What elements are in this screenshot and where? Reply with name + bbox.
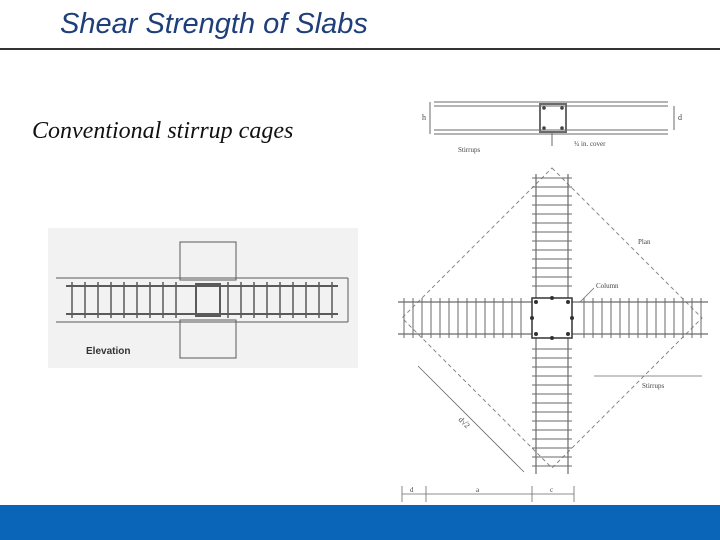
footer-band	[0, 505, 720, 540]
plan-stirrups	[403, 177, 702, 467]
dim-c-label: c	[550, 486, 553, 494]
title-divider	[0, 48, 720, 50]
column-square	[531, 297, 573, 339]
stirrups-section-label: Stirrups	[458, 146, 480, 154]
dim-a-label: a	[476, 486, 480, 494]
elevation-stirrups	[71, 282, 333, 318]
plan-drawing: h d Stirrups ¾ in. cover Plan Column Sti…	[362, 96, 712, 506]
dim-d-label: d	[410, 486, 414, 494]
d-label: d	[678, 113, 682, 122]
section-drawing	[429, 101, 675, 146]
plan-label: Plan	[638, 238, 651, 246]
stirrups-plan-label: Stirrups	[642, 382, 664, 390]
elevation-label: Elevation	[86, 346, 130, 357]
cover-label: ¾ in. cover	[574, 140, 606, 148]
elevation-drawing: Elevation	[48, 228, 358, 368]
critical-section-outline	[401, 167, 703, 469]
column-label: Column	[596, 282, 619, 290]
slide-subtitle: Conventional stirrup cages	[32, 118, 294, 144]
slide-title: Shear Strength of Slabs	[60, 8, 368, 40]
h-label: h	[422, 113, 426, 122]
